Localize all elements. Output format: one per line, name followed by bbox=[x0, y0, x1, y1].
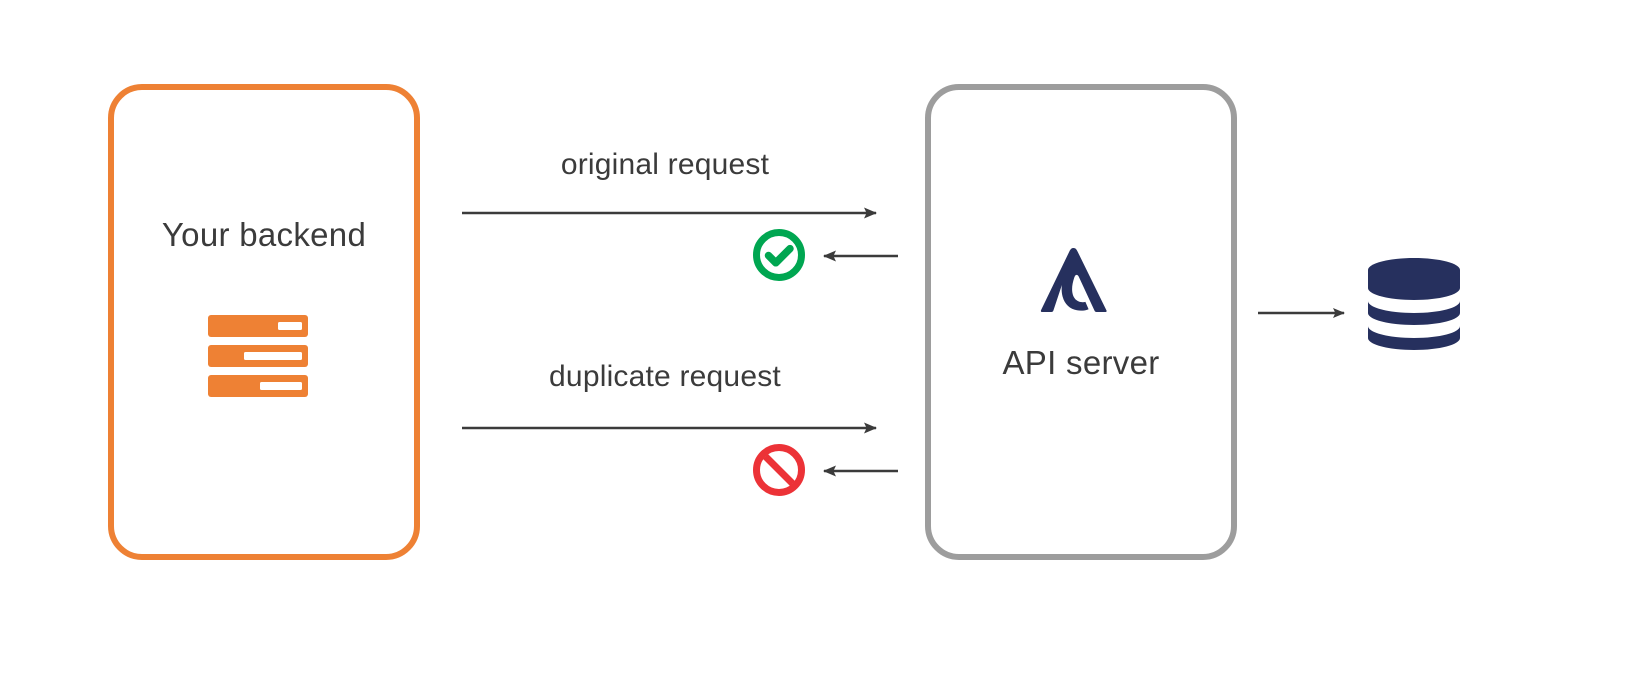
check-circle-icon bbox=[753, 229, 805, 281]
database-cylinder-icon bbox=[1368, 258, 1460, 358]
edge-label-original-request: original request bbox=[560, 148, 770, 181]
server-stack-icon bbox=[208, 315, 308, 397]
node-api-server[interactable] bbox=[925, 84, 1237, 560]
block-circle-icon bbox=[753, 444, 805, 496]
api-server-label: API server bbox=[1002, 344, 1160, 381]
edge-label-duplicate-request: duplicate request bbox=[549, 360, 781, 393]
brand-a-logo bbox=[1040, 248, 1107, 312]
backend-label: Your backend bbox=[161, 216, 367, 253]
